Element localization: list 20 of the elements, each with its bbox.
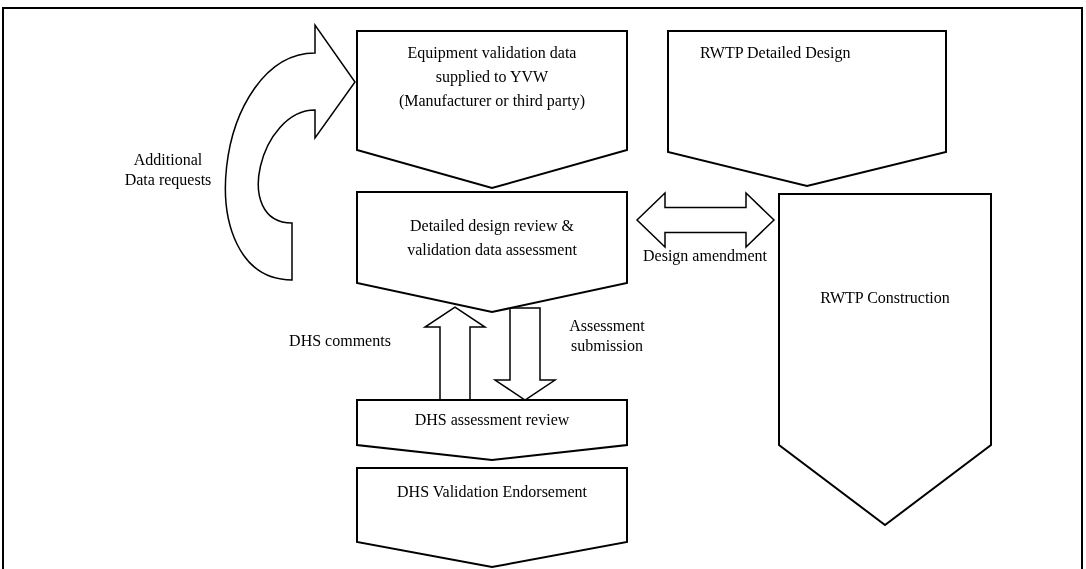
pentagon-box (668, 31, 946, 186)
node-text: RWTP Construction (820, 288, 950, 308)
edge-label: Design amendment (642, 246, 768, 266)
pentagon-box (357, 468, 627, 567)
node-text: RWTP Detailed Design (700, 43, 851, 64)
edge-label: Additional Data requests (123, 150, 213, 190)
block-arrow (492, 307, 558, 401)
node-text: Detailed design review & validation data assessment (406, 216, 578, 260)
node-text: DHS assessment review (414, 410, 570, 430)
block-arrow (224, 24, 356, 281)
node-text: Equipment validation data supplied to YVW (Manufacturer or third party) (397, 43, 587, 112)
block-arrow (422, 306, 488, 401)
block-arrow (635, 191, 776, 249)
pentagon-box (779, 194, 991, 525)
edge-label: Assessment submission (568, 316, 646, 356)
edge-label: DHS comments (288, 331, 392, 351)
node-text: DHS Validation Endorsement (397, 482, 587, 502)
pentagon-box (357, 192, 627, 312)
pentagon-box (357, 31, 627, 188)
pentagon-box (357, 400, 627, 460)
